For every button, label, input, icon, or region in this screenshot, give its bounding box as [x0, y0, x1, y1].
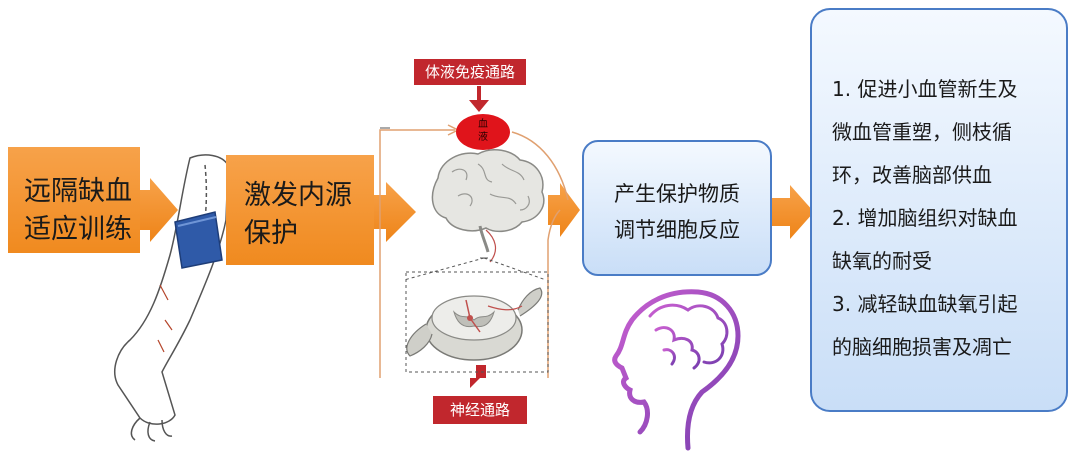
remote-ischemic-conditioning-box: 远隔缺血 适应训练 [8, 147, 140, 253]
blood-label: 血 液 [470, 118, 496, 144]
blood-pressure-cuff [174, 211, 223, 269]
trigger-endogenous-protection-box: 激发内源 保护 [226, 155, 374, 265]
humoral-pathway-line [379, 129, 455, 378]
brain-illustration [431, 148, 545, 263]
blood-label-char-2: 液 [478, 132, 488, 143]
arrow-1 [140, 178, 178, 242]
arrow-2 [374, 182, 416, 242]
left-box-line-2: 适应训练 [24, 214, 132, 245]
produce-protective-substances-box: 产生保护物质 调节细胞反应 [582, 140, 772, 276]
trigger-box-line-2: 保护 [244, 218, 298, 249]
outcome-line-5: 缺氧的耐受 [832, 249, 932, 273]
head-silhouette-illustration [612, 289, 741, 451]
outcome-line-6: 3. 减轻缺血缺氧引起 [832, 292, 1018, 316]
protect-box-line-1: 产生保护物质 [614, 182, 740, 206]
blood-to-arrow-line [511, 131, 569, 201]
arrow-3 [548, 183, 580, 237]
protect-box-line-2: 调节细胞反应 [614, 218, 740, 242]
outcome-line-4: 2. 增加脑组织对缺血 [832, 206, 1018, 230]
blood-ellipse [456, 114, 510, 150]
neural-pointer [470, 365, 486, 388]
left-box-line-1: 远隔缺血 [24, 176, 132, 207]
spinal-cord-illustration [406, 287, 543, 361]
outcome-line-1: 1. 促进小血管新生及 [832, 77, 1018, 101]
trigger-box-line-1: 激发内源 [244, 180, 352, 211]
neural-pathway-label: 神经通路 [433, 396, 527, 424]
outcome-line-3: 环，改善脑部供血 [832, 163, 992, 187]
outcome-line-7: 的脑细胞损害及凋亡 [832, 335, 1012, 359]
humoral-pointer [469, 86, 489, 112]
projection-lines [403, 257, 549, 373]
outcome-line-2: 微血管重塑，侧枝循 [832, 120, 1012, 144]
arrow-4 [772, 185, 814, 239]
blood-label-char-1: 血 [478, 119, 488, 130]
outcomes-box: 1. 促进小血管新生及 微血管重塑，侧枝循 环，改善脑部供血 2. 增加脑组织对… [810, 8, 1068, 412]
humoral-pathway-label: 体液免疫通路 [414, 59, 526, 85]
